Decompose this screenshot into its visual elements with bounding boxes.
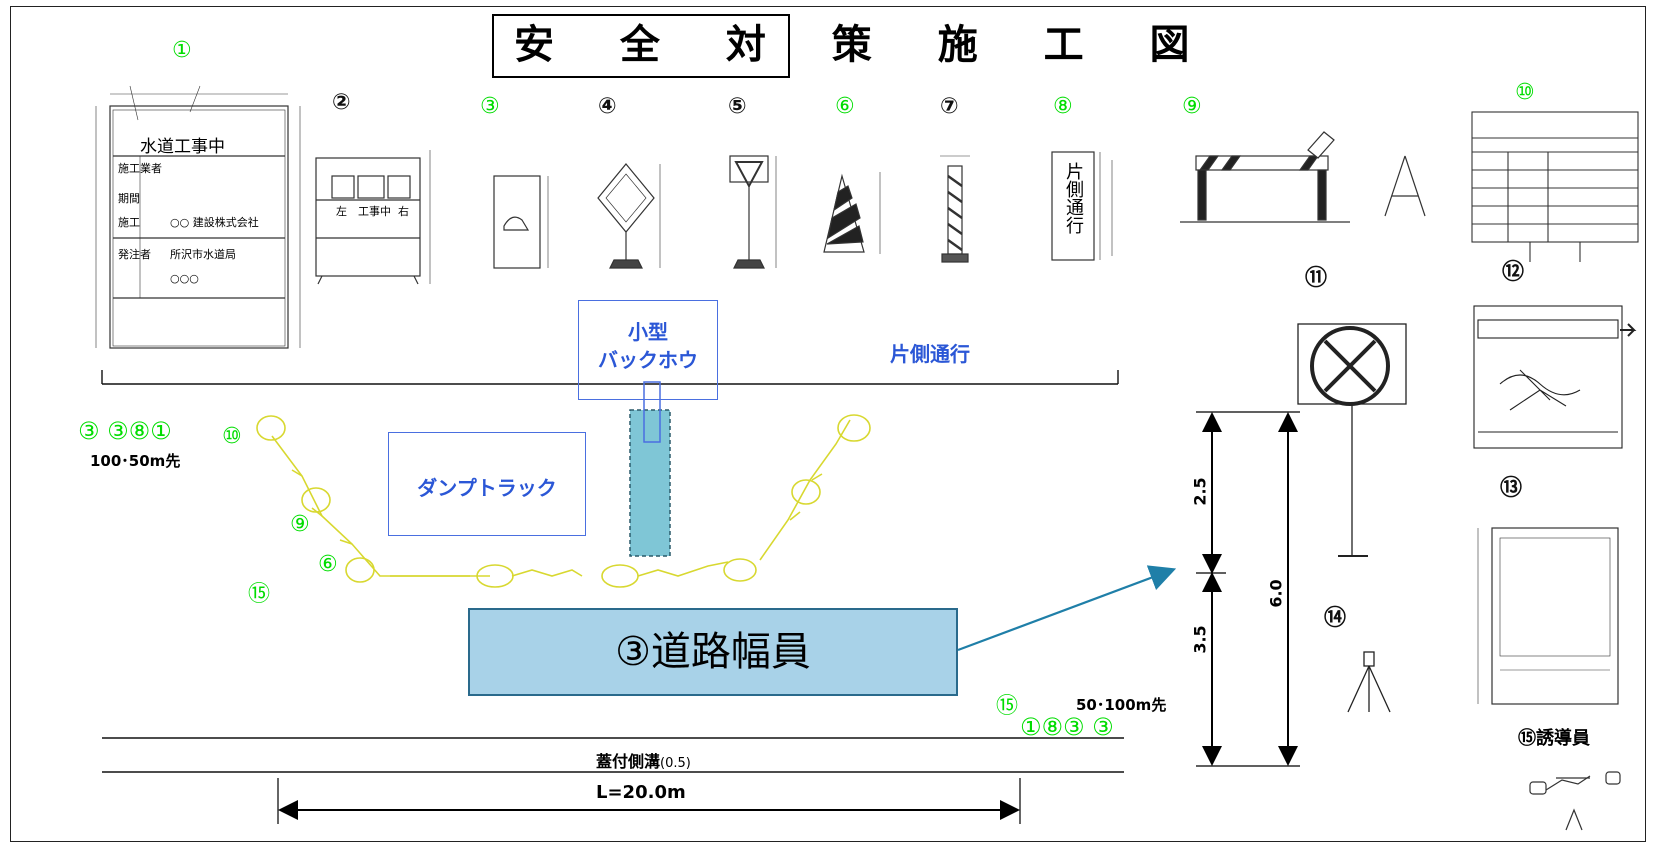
- bucket-arm: [643, 381, 661, 443]
- plan-number-15: ⑮: [248, 582, 271, 607]
- road-width-callout: ③道路幅員: [468, 608, 958, 696]
- sign1-line-6: 所沢市水道局: [170, 248, 236, 261]
- callout-arrow: [957, 565, 1177, 652]
- plan-number-9: ⑨: [290, 512, 310, 537]
- trench: [629, 409, 671, 557]
- sign1-line-2: 期間: [118, 192, 140, 205]
- sign9-barricade: [1180, 131, 1426, 223]
- sign-number-1: ①: [172, 38, 192, 63]
- one-way-label: 片側通行: [890, 342, 970, 366]
- sign2-board: [315, 150, 431, 285]
- guide-person-figure: [1529, 771, 1621, 831]
- sign-number-12: ⑫: [1502, 260, 1525, 285]
- sign14-tripod: [1347, 651, 1391, 713]
- sign-number-11: ⑪: [1305, 266, 1328, 291]
- sign2-right: 右: [398, 205, 409, 218]
- plan-number-10: ⑩: [222, 424, 242, 449]
- sign-number-5: ⑤: [728, 94, 747, 119]
- gutter-label-text: 蓋付側溝: [596, 752, 661, 771]
- sign1-line-1: 施工業者: [118, 162, 162, 175]
- sign-number-4: ④: [598, 94, 617, 119]
- excavator-label: 小型 バックホウ: [598, 320, 698, 372]
- sign1-header: 水道工事中: [140, 137, 225, 157]
- guide-label: ⑮誘導員: [1518, 728, 1590, 749]
- sign8-board: [1051, 151, 1113, 261]
- section-total-value: 6.0: [1266, 579, 1286, 608]
- sign4-board: [597, 163, 661, 269]
- excavator-box: [578, 300, 718, 400]
- dump-truck-box: [388, 432, 586, 536]
- sign1-line-3: 施工: [118, 216, 140, 229]
- sign1-line-7: ○○○: [170, 272, 199, 285]
- cone-line: [256, 414, 871, 588]
- sign8-text: 片側通行: [1063, 162, 1084, 234]
- sign-number-9: ⑨: [1182, 94, 1202, 119]
- sign-number-6: ⑥: [835, 94, 855, 119]
- sign1-line-5: 発注者: [118, 248, 151, 261]
- sign-number-14: ⑭: [1324, 606, 1347, 631]
- dump-truck-label: ダンプトラック: [417, 476, 557, 500]
- sign3-board: [493, 175, 549, 269]
- sign5-board: [729, 155, 777, 269]
- plan-number-6: ⑥: [318, 552, 338, 577]
- road-width-dimensions: [1196, 411, 1300, 767]
- sign-number-13: ⑬: [1500, 476, 1523, 501]
- left-distance-label: 100･50m先: [90, 452, 181, 470]
- sign1-board: [95, 85, 301, 349]
- sign12-map: [1473, 305, 1637, 449]
- sign2-left: 左: [336, 205, 347, 218]
- sign11-sign: [1297, 323, 1407, 557]
- section-bottom-value: 3.5: [1190, 625, 1210, 654]
- length-label: L=20.0m: [596, 782, 686, 803]
- right-sign-group-top: ⑮: [996, 694, 1019, 719]
- sign6-cone: [823, 172, 881, 254]
- sign7-pole: [940, 155, 970, 263]
- gutter-label-value: (0.5): [660, 756, 691, 771]
- sign-number-2: ②: [332, 90, 351, 115]
- sign-number-7: ⑦: [940, 94, 959, 119]
- sign-number-8: ⑧: [1053, 94, 1073, 119]
- road-edge: [101, 370, 1119, 385]
- section-top-value: 2.5: [1190, 477, 1210, 506]
- right-distance-label: 50･100m先: [1076, 696, 1167, 714]
- sign1-line-4: ○○ 建設株式会社: [170, 216, 259, 229]
- diagram-frame: [10, 6, 1646, 842]
- sign10-board: [1471, 111, 1639, 262]
- gutter-label: 蓋付側溝(0.5): [596, 748, 691, 772]
- sign-number-10: ⑩: [1515, 80, 1535, 105]
- sign2-center: 工事中: [358, 205, 391, 218]
- sign13-board: [1477, 527, 1619, 705]
- sign-number-3: ③: [480, 94, 500, 119]
- right-sign-group: ①⑧③ ③: [1020, 713, 1114, 741]
- left-sign-group: ③ ③⑧①: [78, 417, 172, 445]
